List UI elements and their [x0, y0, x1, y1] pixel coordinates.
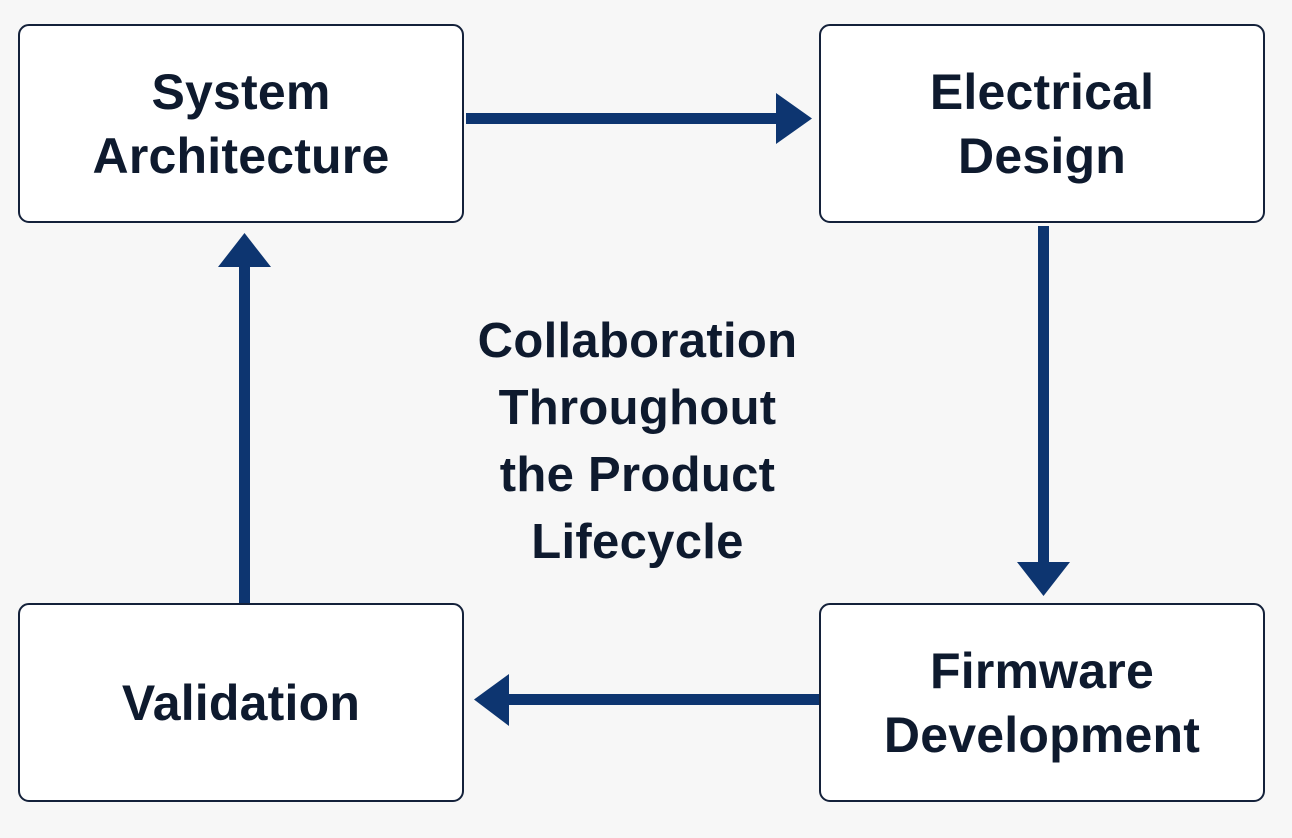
node-label-line: Architecture	[92, 127, 390, 184]
center-title: Collaboration Throughout the Product Lif…	[440, 308, 835, 576]
arrow-electrical-to-firmware	[1017, 226, 1070, 596]
arrow-system-to-electrical	[466, 93, 812, 144]
arrow-head-right-icon	[776, 93, 812, 144]
node-label-line: Electrical	[929, 63, 1155, 120]
node-electrical-design[interactable]: Electrical Design	[819, 24, 1265, 223]
center-title-line: Lifecycle	[531, 515, 744, 569]
arrow-shaft	[239, 265, 250, 604]
node-label-line: Development	[883, 706, 1201, 763]
arrow-firmware-to-validation	[474, 674, 820, 726]
center-title-line: Collaboration	[477, 314, 798, 368]
node-label-line: Firmware	[930, 642, 1154, 699]
node-label-line: Validation	[121, 674, 361, 731]
node-system-architecture[interactable]: System Architecture	[18, 24, 464, 223]
arrow-validation-to-system	[218, 233, 271, 604]
arrow-head-down-icon	[1017, 562, 1070, 596]
arrow-head-up-icon	[218, 233, 271, 267]
center-title-line: Throughout	[498, 381, 777, 435]
arrow-head-left-icon	[474, 674, 509, 726]
arrow-shaft	[466, 113, 778, 124]
arrow-shaft	[507, 694, 820, 705]
node-validation[interactable]: Validation	[18, 603, 464, 802]
center-title-line: the Product	[499, 448, 776, 502]
node-label-line: System	[151, 63, 331, 120]
node-label-line: Design	[958, 127, 1126, 184]
arrow-shaft	[1038, 226, 1049, 564]
node-firmware-development[interactable]: Firmware Development	[819, 603, 1265, 802]
